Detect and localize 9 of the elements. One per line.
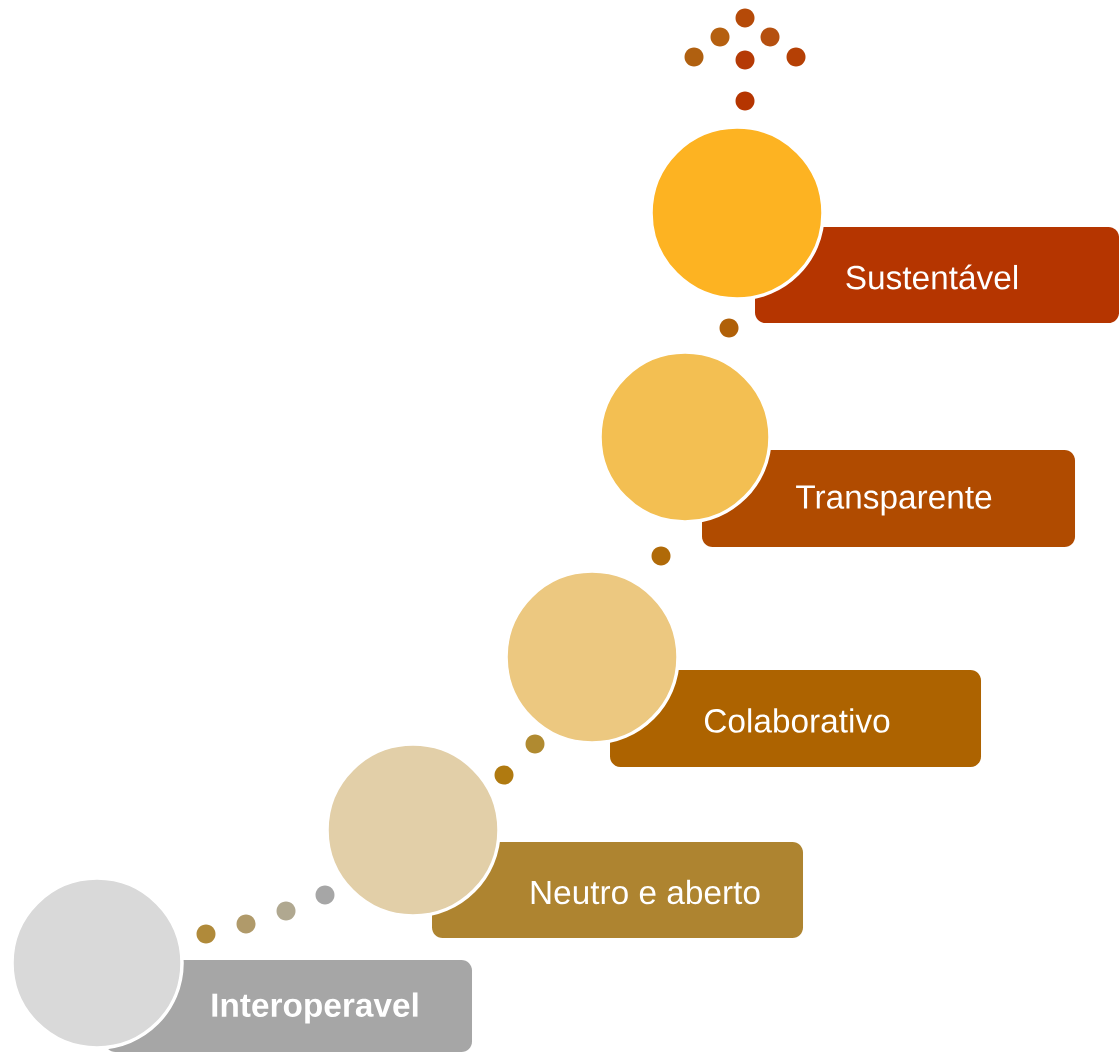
- step-bar: Transparente: [702, 450, 1075, 547]
- circle: [598, 350, 772, 524]
- circle: [649, 125, 825, 301]
- circle: [504, 569, 680, 745]
- circle: [10, 876, 184, 1050]
- step-bar: Sustentável: [755, 227, 1119, 323]
- step-bar: Colaborativo: [610, 670, 981, 767]
- circle: [325, 742, 501, 918]
- step-bar: Neutro e aberto: [432, 842, 803, 938]
